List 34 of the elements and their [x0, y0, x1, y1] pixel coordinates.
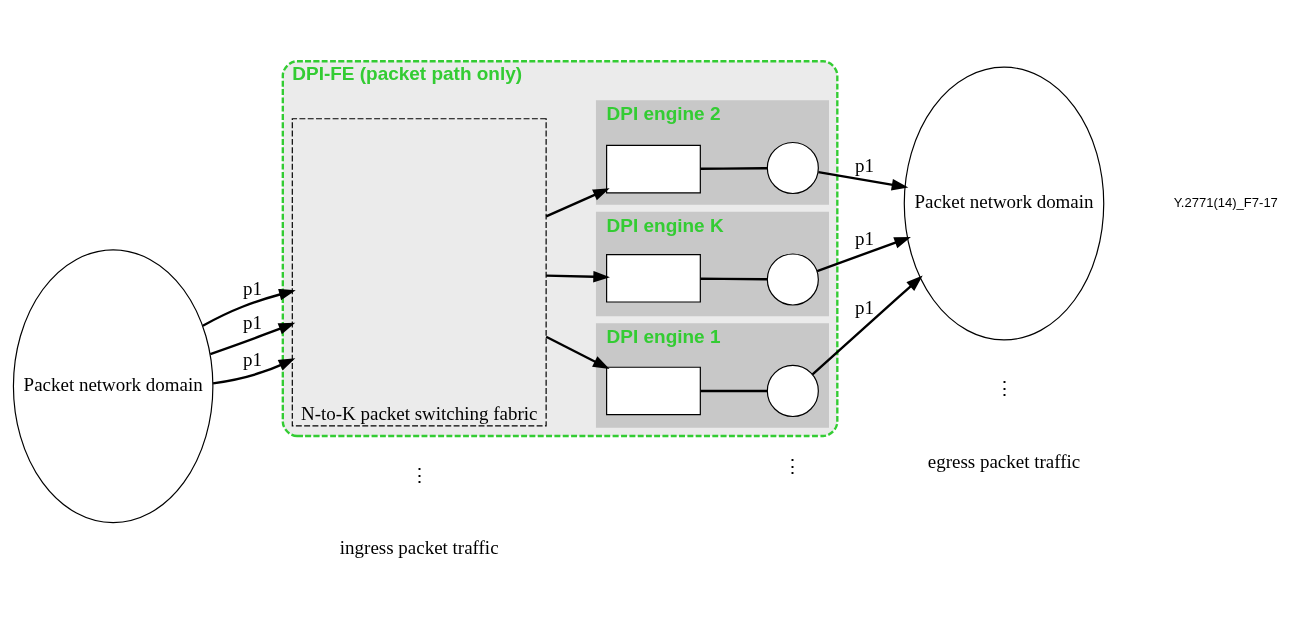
node-circle — [766, 141, 819, 195]
edge-label: p1 — [243, 348, 263, 370]
arrow — [816, 236, 911, 273]
node-box — [606, 366, 701, 416]
node-ellipse: Packet network domain — [12, 249, 214, 524]
label: ingress packet traffic — [339, 537, 499, 559]
edge-label: p1 — [243, 312, 263, 334]
node-box: N-to-K packet switching fabric — [291, 118, 547, 427]
edge-label: p1 — [855, 155, 875, 177]
edge-label: p1 — [243, 277, 263, 299]
connector — [700, 389, 768, 393]
label: ⋮ — [994, 378, 1014, 400]
node-circle — [766, 364, 819, 418]
edge-label: p1 — [855, 227, 875, 249]
arrow — [545, 335, 610, 370]
label: ⋮ — [783, 455, 803, 477]
arrow — [212, 358, 296, 385]
arrow — [202, 288, 296, 327]
node-box — [606, 253, 701, 303]
node-circle — [766, 253, 819, 306]
cluster: DPI engine 2 — [595, 100, 829, 205]
arrow — [811, 275, 923, 376]
label: egress packet traffic — [927, 450, 1081, 472]
label: Y.2771(14)_F7-17 — [1173, 194, 1278, 210]
connector — [700, 277, 768, 281]
node-box — [606, 144, 701, 194]
label: ⋮ — [409, 465, 429, 487]
arrow — [209, 322, 296, 356]
cluster: DPI engine 1 — [595, 323, 829, 428]
connector — [700, 167, 768, 170]
arrow — [546, 270, 610, 283]
edge-label: p1 — [855, 296, 875, 318]
arrow — [545, 188, 610, 218]
arrow — [818, 170, 909, 191]
